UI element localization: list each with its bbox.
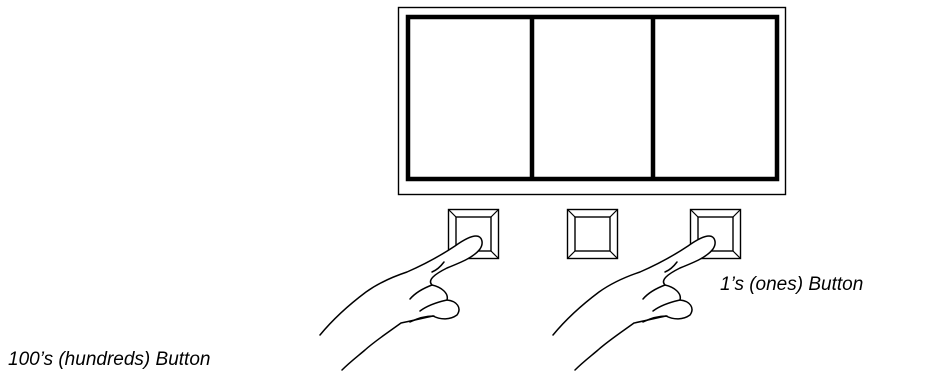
pointing-hand-icon [319,235,483,371]
counter-display [397,6,787,196]
pointing-hand-icon [552,235,716,371]
display-window-group [405,14,780,182]
ones-button-label: 1’s (ones) Button [720,274,864,295]
tens-button[interactable] [566,208,619,260]
hundreds-button-label: 100’s (hundreds) Button [8,349,211,370]
